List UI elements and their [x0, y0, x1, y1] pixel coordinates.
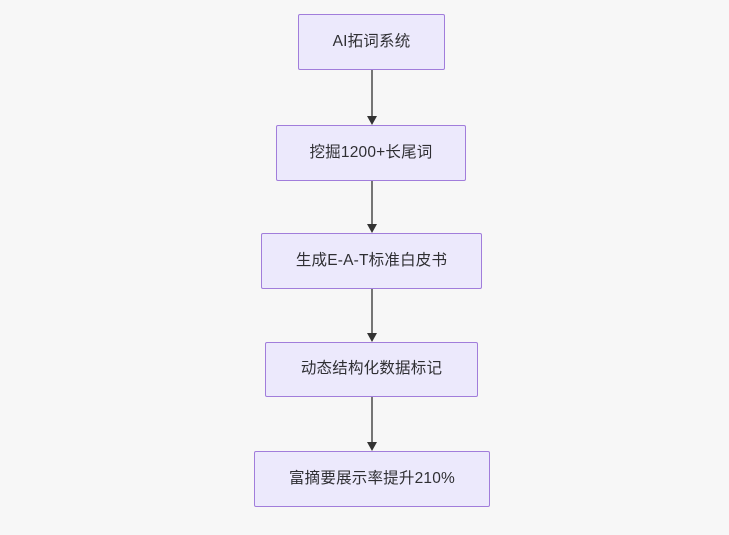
flowchart-node-ai-keyword-system[interactable]: AI拓词系统	[298, 14, 445, 70]
flowchart-edge-n4-n5	[365, 397, 379, 451]
edge-line	[371, 181, 373, 224]
flowchart-node-label: AI拓词系统	[332, 32, 411, 50]
flowchart-node-label: 生成E-A-T标准白皮书	[295, 251, 448, 269]
flowchart-node-label: 富摘要展示率提升210%	[288, 469, 456, 487]
edge-line	[371, 70, 373, 116]
arrow-down-icon	[367, 442, 377, 451]
flowchart-node-label: 动态结构化数据标记	[300, 360, 443, 378]
arrow-down-icon	[367, 116, 377, 125]
flowchart-edge-n1-n2	[365, 70, 379, 125]
edge-line	[371, 289, 373, 333]
flowchart-node-dynamic-structured-data-markup[interactable]: 动态结构化数据标记	[265, 342, 478, 397]
arrow-down-icon	[367, 224, 377, 233]
flowchart-node-generate-eat-whitepaper[interactable]: 生成E-A-T标准白皮书	[261, 233, 482, 289]
flowchart-node-label: 挖掘1200+长尾词	[309, 143, 433, 161]
edge-line	[371, 397, 373, 442]
flowchart-edge-n2-n3	[365, 181, 379, 233]
flowchart-edge-n3-n4	[365, 289, 379, 342]
flowchart-node-mine-longtail-keywords[interactable]: 挖掘1200+长尾词	[276, 125, 466, 181]
arrow-down-icon	[367, 333, 377, 342]
flowchart-node-rich-snippet-impression-lift[interactable]: 富摘要展示率提升210%	[254, 451, 490, 507]
